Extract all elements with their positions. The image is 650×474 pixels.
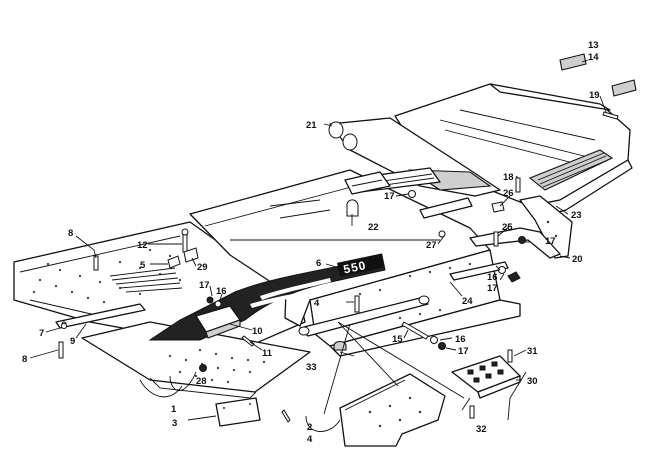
cross-bar bbox=[298, 295, 430, 337]
callout-18: 18 bbox=[503, 172, 514, 183]
callout-32: 32 bbox=[476, 424, 487, 435]
callout-17-right: 17 bbox=[487, 283, 498, 294]
floor-plate bbox=[81, 321, 311, 399]
callout-12: 12 bbox=[137, 240, 148, 251]
callout-25: 25 bbox=[502, 222, 513, 233]
callout-22: 22 bbox=[368, 222, 379, 233]
callout-10: 10 bbox=[252, 326, 263, 337]
decal-labels bbox=[559, 53, 637, 97]
callout-33: 33 bbox=[306, 362, 317, 373]
callout-16-right: 16 bbox=[487, 272, 498, 283]
decal-550: 550 bbox=[342, 258, 367, 276]
callout-17-lower: 17 bbox=[458, 346, 469, 357]
callout-24: 24 bbox=[462, 296, 473, 307]
callout-3: 3 bbox=[172, 418, 177, 429]
callout-14: 14 bbox=[588, 52, 599, 63]
callout-5: 5 bbox=[140, 260, 146, 271]
callout-17-rear: 17 bbox=[545, 236, 556, 247]
footrest-bracket bbox=[339, 373, 446, 447]
callout-31: 31 bbox=[527, 346, 538, 357]
callout-17-left: 17 bbox=[199, 280, 210, 291]
hardware bbox=[58, 111, 619, 423]
callout-11: 11 bbox=[262, 348, 273, 359]
callout-4-upper: 4 bbox=[314, 298, 320, 309]
callout-6: 6 bbox=[316, 258, 321, 269]
callout-15: 15 bbox=[392, 334, 403, 345]
callout-1: 1 bbox=[171, 404, 177, 415]
callout-16-lower: 16 bbox=[455, 334, 466, 345]
step-plate bbox=[451, 355, 521, 399]
callout-21: 21 bbox=[306, 120, 317, 131]
callout-28: 28 bbox=[196, 376, 207, 387]
callout-20: 20 bbox=[572, 254, 583, 265]
callout-7: 7 bbox=[39, 328, 44, 339]
callout-13: 13 bbox=[588, 40, 599, 51]
callout-27: 27 bbox=[426, 240, 437, 251]
callout-9: 9 bbox=[70, 336, 75, 347]
center-shelf bbox=[344, 171, 391, 195]
reflector-plate bbox=[215, 397, 261, 427]
callout-16-left: 16 bbox=[216, 286, 227, 297]
callout-30: 30 bbox=[527, 376, 538, 387]
callout-8-upper: 8 bbox=[68, 228, 73, 239]
leader-lines bbox=[29, 59, 607, 432]
callout-29: 29 bbox=[197, 262, 208, 273]
callout-4-lower: 4 bbox=[307, 434, 313, 445]
callout-17-upper: 17 bbox=[384, 191, 395, 202]
support-brackets bbox=[419, 197, 561, 281]
callout-23: 23 bbox=[571, 210, 582, 221]
callout-2: 2 bbox=[307, 422, 312, 433]
callout-labels: 8 12 5 29 6 7 8 9 10 11 17 16 28 1 3 2 4… bbox=[22, 40, 600, 445]
callout-19: 19 bbox=[589, 90, 600, 101]
callout-26: 26 bbox=[503, 188, 514, 199]
callout-8-lower: 8 bbox=[22, 354, 27, 365]
